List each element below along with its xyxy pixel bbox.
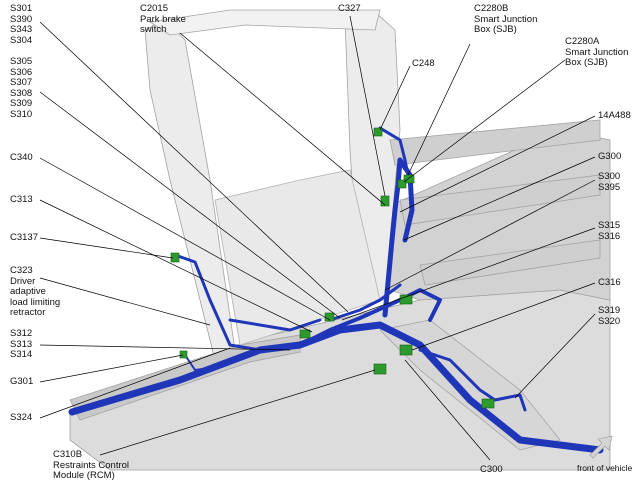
label-s301-group: S301 S390 S343 S304 [10, 3, 33, 46]
label-c2015: C2015 Park brake switch [140, 3, 186, 35]
label-c323: C323 Driver adaptive load limiting retra… [10, 265, 61, 318]
label-14a488: 14A488 [598, 110, 631, 121]
leader-lines [39, 15, 596, 461]
connector-c313 [299, 329, 311, 339]
label-s324: S324 [10, 412, 33, 423]
connector-g300 [399, 294, 413, 305]
connector-c2280a [397, 179, 407, 189]
connector-s319 [481, 398, 495, 409]
label-c2280a: C2280A Smart Junction Box (SJB) [565, 36, 629, 68]
connector-c316 [399, 344, 413, 356]
label-c248: C248 [412, 58, 435, 69]
vehicle-body [69, 9, 611, 471]
label-c313: C313 [10, 194, 33, 205]
connector-g301 [179, 350, 188, 359]
connector-c2280b [403, 174, 415, 184]
label-g301: G301 [10, 376, 34, 387]
label-c2280b: C2280B Smart Junction Box (SJB) [474, 3, 538, 35]
connectors [170, 127, 495, 409]
label-s319-group: S319 S320 [598, 305, 621, 327]
label-s315-group: S315 S316 [598, 220, 621, 242]
label-c327: C327 [338, 3, 361, 14]
label-front-of-vehicle: front of vehicle [577, 463, 633, 473]
label-c340: C340 [10, 152, 33, 163]
label-g300: G300 [598, 151, 622, 162]
connector-c327 [380, 195, 390, 207]
label-s300-group: S300 S395 [598, 171, 621, 193]
label-c316: C316 [598, 277, 621, 288]
label-c310b: C310B Restraints Control Module (RCM) [53, 449, 130, 481]
connector-c310b [373, 363, 387, 375]
label-s312-group: S312 S313 S314 [10, 328, 33, 360]
label-s305-group: S305 S306 S307 S308 S309 S310 [10, 56, 33, 120]
wiring-harness [68, 126, 604, 454]
connector-c248 [373, 127, 383, 137]
label-c300: C300 [480, 464, 503, 475]
front-arrow-icon [589, 435, 613, 459]
connector-c3137 [170, 252, 180, 263]
label-c3137: C3137 [10, 232, 38, 243]
